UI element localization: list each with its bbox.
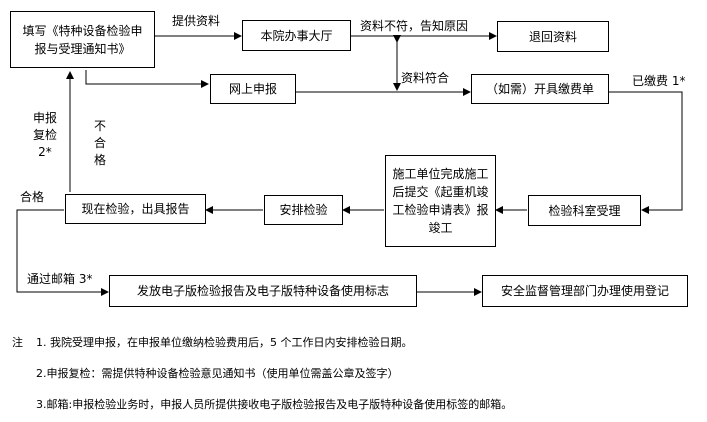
note-2: 2.申报复检：需提供特种设备检验意见通知书（使用单位需盖公章及签字） — [36, 367, 399, 380]
node-invoice: （如需）开具缴费单 — [471, 74, 609, 104]
node-arrange-label: 安排检验 — [279, 203, 328, 217]
edge-label-provide-docs: 提供资料 — [172, 14, 221, 28]
edge-label-fail-line2: 合 — [93, 136, 106, 150]
node-lab-accept: 检验科室受理 — [528, 195, 641, 226]
edge-label-recheck-line1: 申报 — [32, 111, 57, 125]
node-inspect: 现在检验，出具报告 — [65, 194, 206, 224]
node-register-label: 安全监督管理部门办理使用登记 — [500, 284, 669, 298]
arrow-form-to-online — [85, 70, 209, 88]
node-issue-label: 发放电子版检验报告及电子版特种设备使用标志 — [136, 284, 389, 298]
edge-label-fail: 不 合 格 — [91, 118, 109, 169]
node-lab-accept-label: 检验科室受理 — [548, 203, 621, 218]
node-contractor-label: 施工单位完成施工后提交《起重机竣工检验申请表》报竣工 — [392, 167, 489, 235]
node-online: 网上申报 — [210, 74, 296, 104]
edge-label-fail-line3: 格 — [93, 153, 106, 167]
notes-prefix: 注 — [12, 336, 23, 349]
edge-label-paid: 已缴费 1* — [632, 74, 686, 88]
note-3: 3.邮箱:申报检验业务时，申报人员所提供接收电子版检验报告及电子版特种设备使用标… — [36, 398, 513, 411]
edge-label-mail: 通过邮箱 3* — [27, 272, 93, 286]
node-fill-form: 填写《特种设备检验申报与受理通知书》 — [10, 11, 155, 68]
edge-label-pass: 合格 — [20, 190, 45, 204]
node-online-label: 网上申报 — [228, 82, 277, 96]
arrow-pass-to-issue — [16, 209, 109, 296]
edge-label-recheck-line2: 复检 — [32, 128, 57, 142]
node-invoice-label: （如需）开具缴费单 — [485, 82, 594, 96]
note-1: 1. 我院受理申报，在申报单位缴纳检验费用后，5 个工作日内安排检验日期。 — [36, 336, 413, 349]
node-inspect-label: 现在检验，出具报告 — [81, 202, 190, 216]
node-return-docs-label: 退回资料 — [528, 29, 577, 44]
edge-label-recheck: 申报 复检 2* — [28, 110, 62, 161]
node-fill-form-label: 填写《特种设备检验申报与受理通知书》 — [22, 23, 143, 56]
edge-label-docs-ok: 资料符合 — [401, 71, 450, 85]
node-arrange: 安排检验 — [264, 195, 343, 225]
node-issue: 发放电子版检验报告及电子版特种设备使用标志 — [109, 275, 417, 307]
node-contractor: 施工单位完成施工后提交《起重机竣工检验申请表》报竣工 — [385, 155, 496, 247]
node-hall: 本院办事大厅 — [242, 20, 351, 51]
edge-label-fail-line1: 不 — [93, 119, 106, 133]
edge-label-docs-fail: 资料不符，告知原因 — [360, 19, 469, 33]
arrow-paid — [609, 91, 683, 214]
edge-label-recheck-line3: 2* — [38, 145, 52, 159]
node-return-docs: 退回资料 — [497, 21, 609, 52]
node-hall-label: 本院办事大厅 — [260, 28, 333, 43]
node-register: 安全监督管理部门办理使用登记 — [482, 275, 688, 307]
